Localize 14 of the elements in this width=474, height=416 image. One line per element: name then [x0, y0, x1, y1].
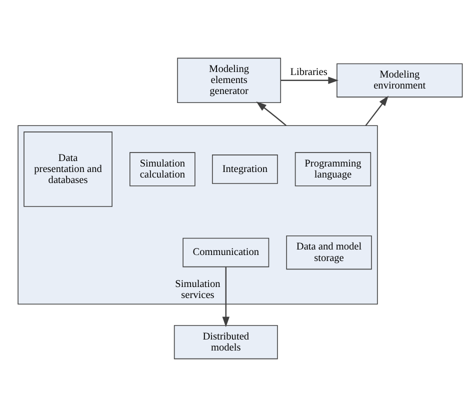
node-box: Simulation calculation	[130, 152, 196, 186]
arrow	[222, 266, 230, 327]
arrow	[365, 95, 388, 126]
node-box: Programming language	[294, 152, 372, 186]
arrow	[280, 76, 339, 84]
edge-label: Libraries	[290, 66, 328, 78]
node-box: Modeling environment	[336, 62, 463, 97]
node-box: Data and model storage	[286, 234, 372, 270]
node-box: Communication	[182, 237, 270, 267]
node-box: Distributed models	[174, 324, 278, 359]
node-box: Data presentation and databases	[24, 131, 112, 206]
arrow	[256, 101, 287, 126]
node-box: Integration	[212, 154, 278, 184]
node-box: Modeling elements generator	[177, 57, 282, 102]
